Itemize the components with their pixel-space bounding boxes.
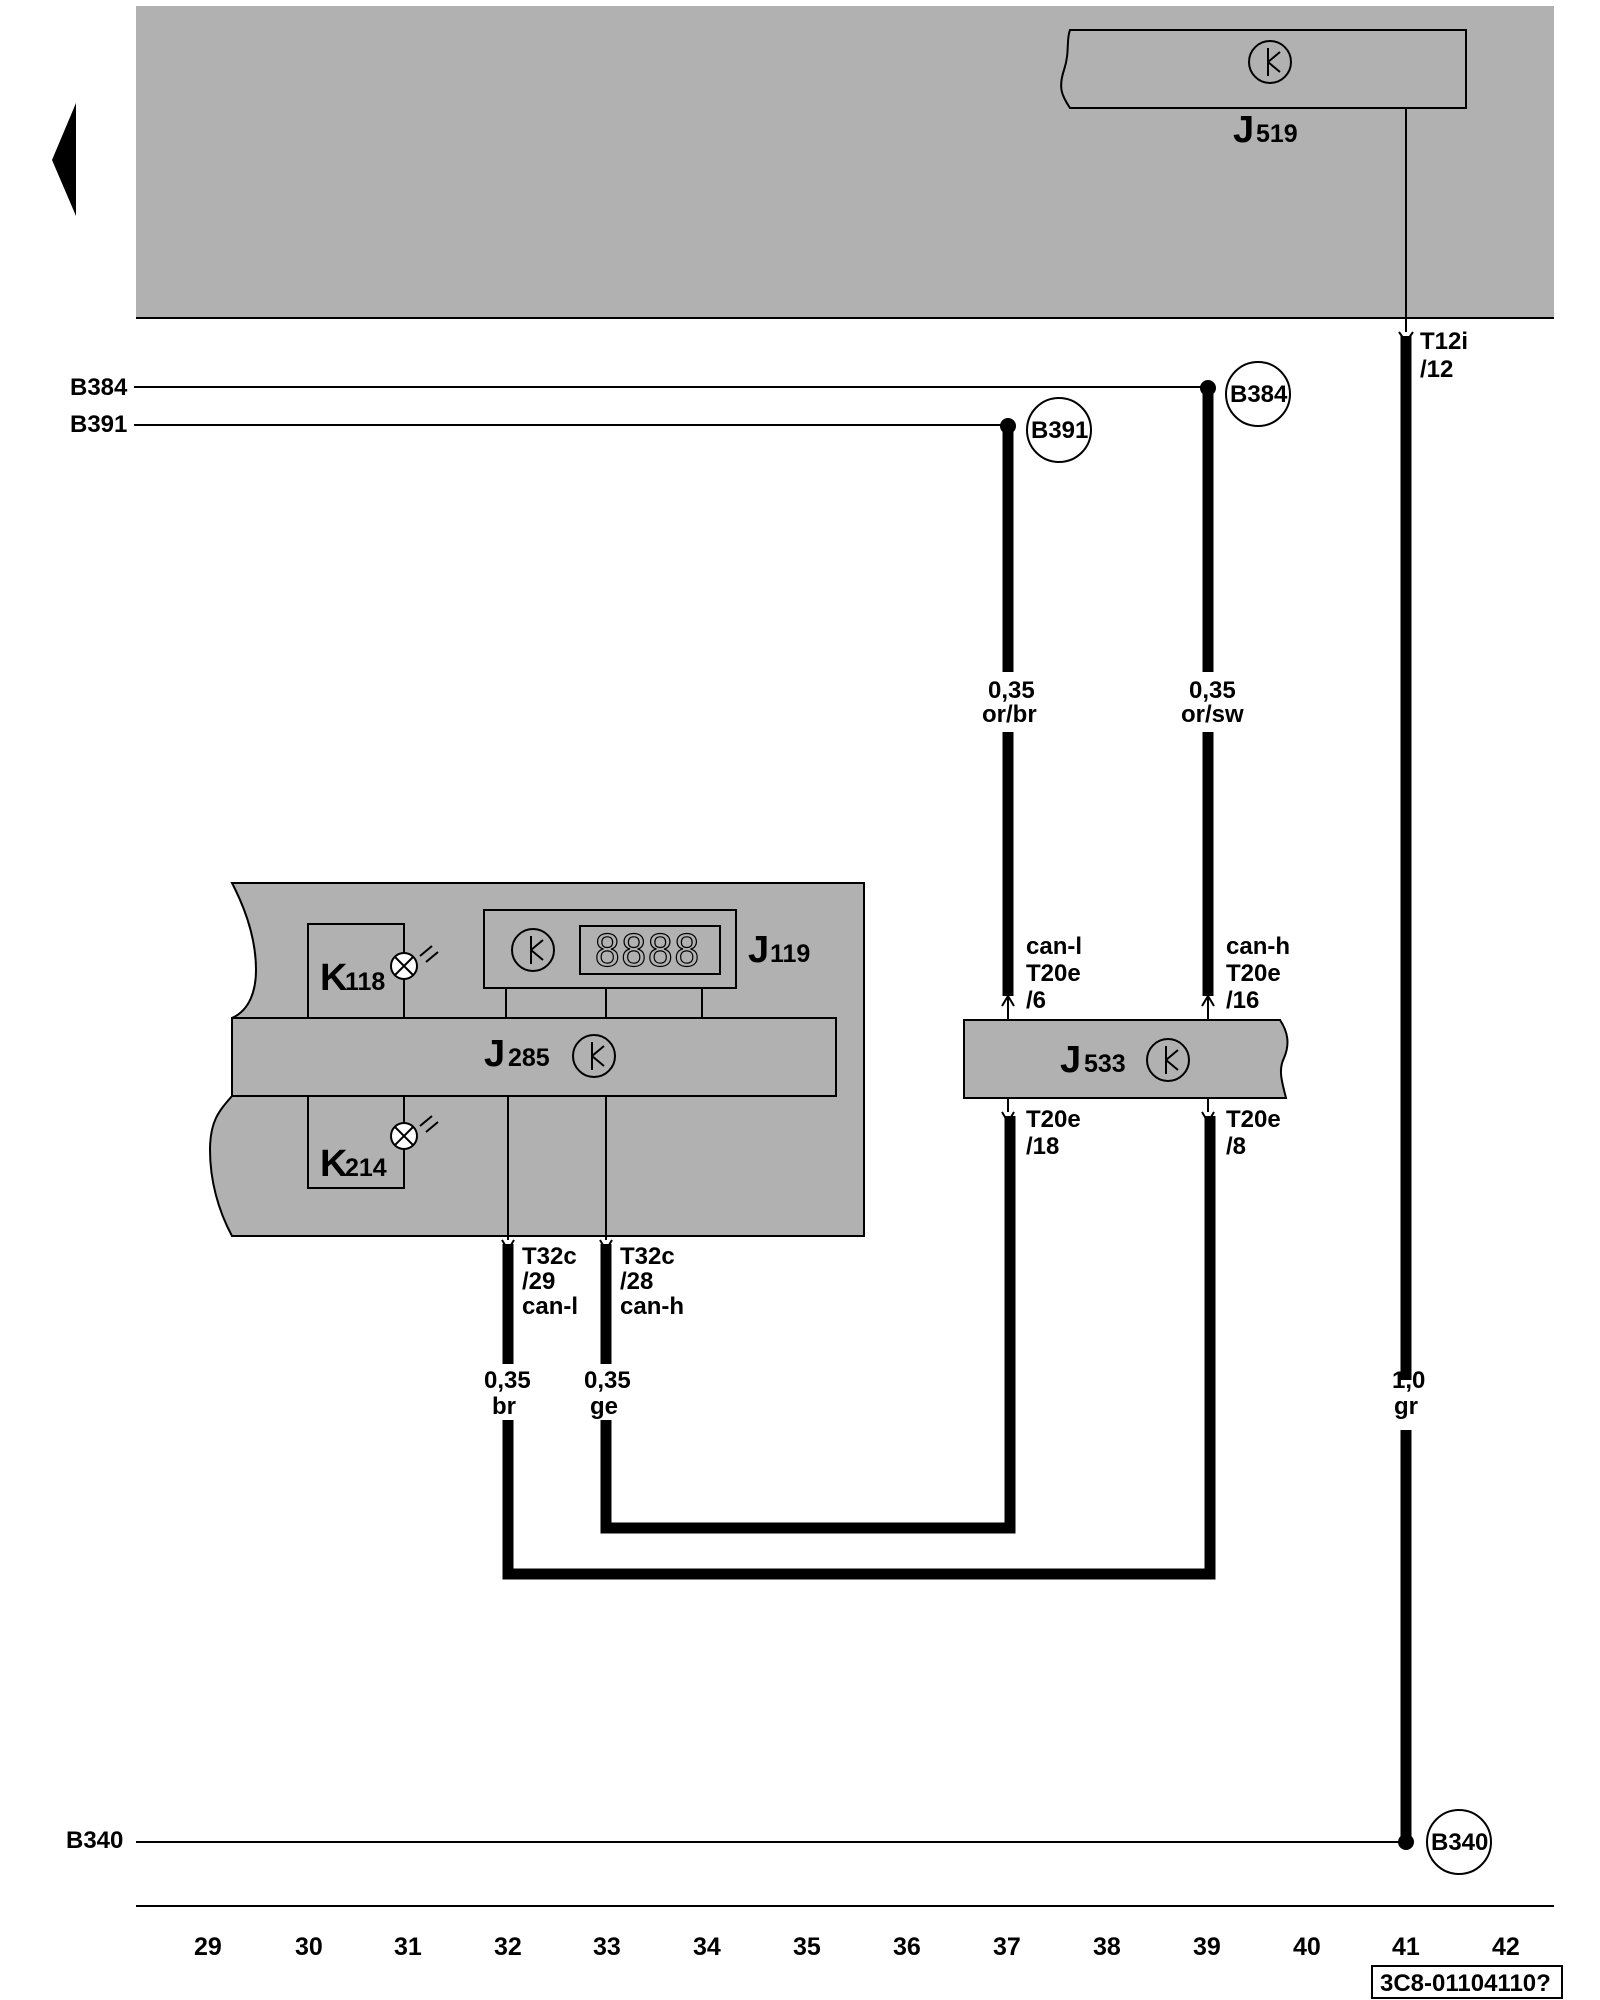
t20e-16-line3: /16	[1226, 987, 1259, 1014]
wire-ge-size: 0,35	[584, 1367, 631, 1394]
wire-br-lower	[502, 1116, 1216, 1580]
grid-number: 32	[494, 1933, 522, 1961]
k118-warning-lamp: K 118	[307, 923, 439, 1018]
digital-display-frame	[579, 925, 721, 975]
grid-number: 35	[793, 1933, 821, 1961]
t20e-18-line1: T20e	[1026, 1106, 1081, 1133]
grid-number: 37	[993, 1933, 1021, 1961]
j533-gateway: J 533	[963, 1019, 1289, 1099]
control-unit-icon	[1248, 40, 1292, 84]
k214-warning-lamp: K 214	[307, 1096, 439, 1189]
t32c-29-line3: can-l	[522, 1293, 578, 1320]
grid-number: 30	[295, 1933, 323, 1961]
grid-number: 40	[1293, 1933, 1321, 1961]
junction-b340	[1398, 1834, 1414, 1850]
k118-light-rays-icon	[419, 945, 439, 963]
wire-or-br-color: or/br	[982, 701, 1037, 728]
j285-letter: J	[484, 1033, 505, 1075]
j519-letter: J	[1233, 109, 1254, 151]
t32c-28-line3: can-h	[620, 1293, 684, 1320]
wire-or-br-size: 0,35	[988, 677, 1035, 704]
j119-control-unit-icon	[511, 928, 555, 972]
grid-number: 31	[394, 1933, 422, 1961]
t12i-line2: /12	[1420, 356, 1453, 383]
wire-gr-size: 1,0	[1392, 1367, 1425, 1394]
j285-symbol-icon	[591, 1042, 605, 1070]
j119-display-unit: 8888 J 119	[483, 909, 810, 989]
j285-control-unit: J 285	[231, 1017, 837, 1097]
previous-page-arrow-icon[interactable]	[52, 103, 76, 216]
t32c-29-line1: T32c	[522, 1243, 577, 1270]
t20e-8-line1: T20e	[1226, 1106, 1281, 1133]
j285-subscript: 285	[508, 1044, 550, 1072]
ref-circle-b391	[1026, 397, 1092, 463]
t20e-16-line2: T20e	[1226, 960, 1281, 987]
t20e-16-line1: can-h	[1226, 933, 1290, 960]
grid-number: 38	[1093, 1933, 1121, 1961]
wire-gr-color: gr	[1394, 1393, 1418, 1420]
ref-b391: B391	[1031, 417, 1088, 444]
grid-number: 42	[1492, 1933, 1520, 1961]
ref-b384: B384	[1230, 381, 1288, 408]
ref-circle-b340	[1426, 1809, 1492, 1875]
ref-b340: B340	[1431, 1829, 1488, 1856]
t32c-29-line2: /29	[522, 1268, 555, 1295]
wire-ge-lower	[600, 1116, 1016, 1534]
grid-number: 36	[893, 1933, 921, 1961]
j285-control-unit-icon	[572, 1034, 616, 1078]
wire-or-sw-color: or/sw	[1181, 701, 1244, 728]
k214-letter: K	[320, 1143, 348, 1185]
k118-letter: K	[320, 957, 348, 999]
k214-subscript: 214	[345, 1154, 387, 1182]
j119-letter: J	[748, 929, 769, 971]
j119-subscript: 119	[770, 940, 810, 968]
j533-subscript: 533	[1084, 1050, 1126, 1078]
wire-br-size: 0,35	[484, 1367, 531, 1394]
ref-circle-b384	[1225, 361, 1291, 427]
t32c-28-line2: /28	[620, 1268, 653, 1295]
k118-subscript: 118	[345, 968, 385, 996]
j533-letter: J	[1060, 1039, 1081, 1081]
j119-symbol-icon	[530, 936, 544, 964]
control-unit-symbol-icon	[1267, 48, 1281, 76]
k214-light-rays-icon	[419, 1115, 439, 1133]
digital-display-digits: 8888	[594, 926, 700, 977]
t20e-6-line2: T20e	[1026, 960, 1081, 987]
wire-br-color: br	[492, 1393, 516, 1420]
t12i-line1: T12i	[1420, 328, 1468, 355]
j533-symbol-icon	[1165, 1046, 1179, 1074]
t20e-8-line2: /8	[1226, 1133, 1246, 1160]
branch-b340-label: B340	[66, 1827, 123, 1854]
diagram-code-box	[1371, 1965, 1563, 1999]
grid-number: 34	[693, 1933, 721, 1961]
grid-number: 33	[593, 1933, 621, 1961]
grid-number-row: 29 30 31 32 33 34 35 36 37 38 39 40 41 42	[194, 1933, 1520, 1961]
grid-number: 39	[1193, 1933, 1221, 1961]
diagram-code: 3C8-01104110?	[1380, 1970, 1551, 1997]
t20e-6-line3: /6	[1026, 987, 1046, 1014]
wire-ge-color: ge	[590, 1393, 618, 1420]
j519-control-unit: J 519	[1060, 29, 1467, 151]
grid-number: 41	[1392, 1933, 1420, 1961]
t20e-6-line1: can-l	[1026, 933, 1082, 960]
j519-subscript: 519	[1256, 120, 1298, 148]
t20e-18-line2: /18	[1026, 1133, 1059, 1160]
grid-number: 29	[194, 1933, 222, 1961]
branch-b391-label: B391	[70, 411, 127, 438]
t32c-28-line1: T32c	[620, 1243, 675, 1270]
wire-or-sw-size: 0,35	[1189, 677, 1236, 704]
j533-control-unit-icon	[1146, 1038, 1190, 1082]
branch-b384-label: B384	[70, 374, 128, 401]
